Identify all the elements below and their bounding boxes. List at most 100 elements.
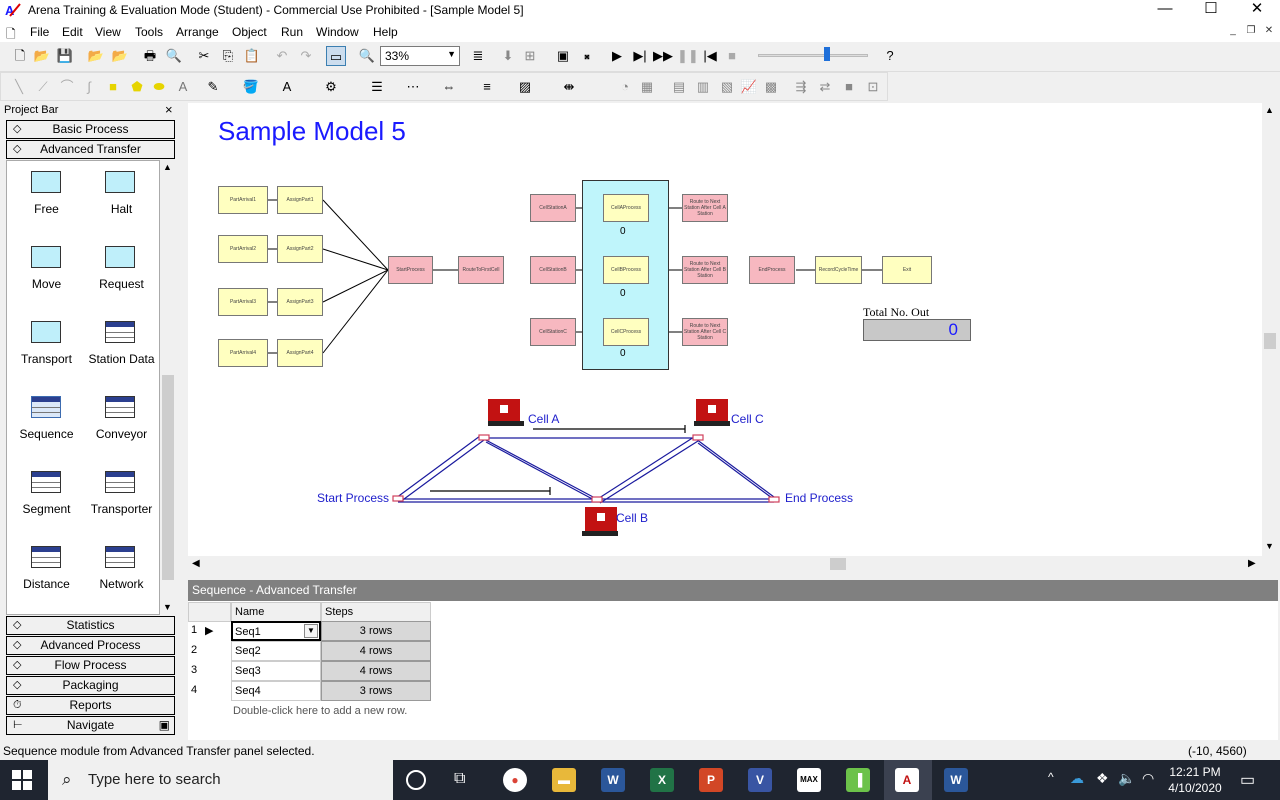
free-module-icon[interactable] (31, 171, 61, 193)
layers-icon[interactable]: ▭ (326, 46, 346, 66)
template-attach-icon[interactable]: 📂 (87, 48, 105, 63)
menu-file[interactable]: File (30, 25, 50, 39)
menu-arrange[interactable]: Arrange (176, 25, 219, 39)
transporter-icon[interactable]: ⊡ (867, 79, 879, 94)
sequence-name-cell[interactable]: Seq3 (231, 661, 321, 681)
mdi-restore-icon[interactable]: ❐ (1246, 25, 1256, 36)
polyline-icon[interactable]: ⟋ (38, 79, 48, 94)
fill-pattern-icon[interactable]: ▨ (518, 79, 532, 94)
line-pattern-icon[interactable]: ≡ (483, 79, 491, 94)
row-number[interactable]: 4 (191, 684, 198, 696)
onedrive-icon[interactable]: ☁ (1070, 770, 1084, 786)
dispose-module[interactable]: Exit (882, 256, 932, 284)
sequence-name-cell[interactable]: Seq4 (231, 681, 321, 701)
panel-navigate[interactable]: ⊢Navigate▣ (6, 716, 175, 735)
background-color-icon[interactable]: ⚙ (325, 79, 337, 94)
menu-window[interactable]: Window (316, 25, 359, 39)
print-preview-icon[interactable]: 🔍 (165, 48, 183, 63)
distance-module-icon[interactable] (31, 546, 61, 568)
route-module[interactable]: Route to Next Station After Cell A Stati… (682, 194, 728, 222)
chevron-up-icon[interactable]: ^ (1048, 770, 1054, 784)
steps-cell[interactable]: 3 rows (321, 681, 431, 701)
line-color-icon[interactable]: ✎ (207, 79, 219, 94)
menu-tools[interactable]: Tools (135, 25, 164, 39)
conveyor-module-icon[interactable] (105, 396, 135, 418)
word-icon[interactable]: W (944, 768, 968, 792)
submodel-icon[interactable]: ⊞ (524, 48, 536, 63)
text-color-icon[interactable]: A (282, 79, 292, 94)
station-module[interactable]: CellStationA (530, 194, 576, 222)
polygon-icon[interactable]: ⬟ (131, 79, 143, 94)
steps-cell[interactable]: 4 rows (321, 661, 431, 681)
mathcad-icon[interactable]: MAX (797, 768, 821, 792)
network-module-icon[interactable] (105, 546, 135, 568)
menu-edit[interactable]: Edit (62, 25, 83, 39)
redo-icon[interactable]: ↷ (300, 48, 312, 63)
menu-run[interactable]: Run (281, 25, 304, 39)
palette-scrollbar[interactable]: ▲ ▼ (160, 160, 176, 615)
animate-icon[interactable]: ▣ (556, 48, 570, 63)
go-icon[interactable]: ▶ (612, 48, 622, 63)
route-module[interactable]: RouteToFirstCell (458, 256, 504, 284)
new-icon[interactable]: 🗋 (14, 48, 26, 63)
panel-advanced-transfer[interactable]: ◇Advanced Transfer (6, 140, 175, 159)
chevron-up-icon[interactable]: ▲ (1265, 105, 1274, 115)
sequence-module-icon[interactable] (31, 396, 61, 418)
transport-module-icon[interactable] (31, 321, 61, 343)
step-icon[interactable]: ▶| (633, 48, 647, 63)
chevron-down-icon[interactable]: ▼ (163, 602, 172, 612)
assign-module[interactable]: AssignPart1 (277, 186, 323, 214)
layers-toggle-icon[interactable]: ≣ (472, 48, 484, 63)
mdi-minimize-icon[interactable]: _ (1230, 25, 1236, 36)
close-icon[interactable]: ✕ (1250, 0, 1264, 17)
sequence-name-cell[interactable]: Seq1▼ (231, 621, 321, 641)
process-module[interactable]: CellBProcess (603, 256, 649, 284)
slider-thumb[interactable] (824, 47, 830, 61)
copy-icon[interactable]: ⎘ (222, 48, 234, 63)
minimize-icon[interactable]: — (1157, 0, 1173, 17)
maximize-icon[interactable]: ☐ (1204, 0, 1218, 17)
line-icon[interactable]: ╲ (15, 79, 23, 94)
chevron-down-icon[interactable]: ▼ (304, 624, 318, 638)
station-module[interactable]: CellStationB (530, 256, 576, 284)
process-module[interactable]: CellCProcess (603, 318, 649, 346)
column-header-name[interactable]: Name (231, 602, 321, 622)
assign-module[interactable]: AssignPart4 (277, 339, 323, 367)
visio-icon[interactable]: V (748, 768, 772, 792)
line-width-icon[interactable]: ☰ (371, 79, 383, 94)
end-icon[interactable]: ■ (728, 48, 736, 63)
taskbar-search[interactable]: ⌕Type here to search (48, 760, 393, 800)
scrollbar-thumb[interactable] (1264, 333, 1276, 349)
arena-icon[interactable]: A (895, 768, 919, 792)
record-module[interactable]: RecordCycleTime (815, 256, 862, 284)
request-module-icon[interactable] (105, 246, 135, 268)
mdi-close-icon[interactable]: ✕ (1264, 25, 1274, 36)
chrome-icon[interactable]: ● (503, 768, 527, 792)
zoom-icon[interactable]: 🔍 (358, 48, 376, 63)
row-number[interactable]: 3 (191, 664, 198, 676)
create-module[interactable]: PartArrival1 (218, 186, 268, 214)
panel-flow-process[interactable]: ◇Flow Process (6, 656, 175, 675)
paste-icon[interactable]: 📋 (243, 48, 261, 63)
document-icon[interactable]: 🗋 (6, 27, 16, 41)
connect-icon[interactable]: ⬇ (502, 48, 514, 63)
cut-icon[interactable]: ✂ (198, 48, 210, 63)
animation-speed-slider[interactable] (758, 54, 868, 57)
scrollbar-thumb[interactable] (830, 558, 846, 570)
segment-icon[interactable]: ⇄ (819, 79, 831, 94)
histogram-icon[interactable]: ▩ (764, 79, 778, 94)
variable-icon[interactable]: ▤ (672, 79, 686, 94)
line-style-icon[interactable]: ⋯ (406, 79, 420, 94)
station-module[interactable]: EndProcess (749, 256, 795, 284)
start-over-icon[interactable]: |◀ (703, 48, 717, 63)
dropbox-icon[interactable]: ❖ (1096, 770, 1109, 786)
cortana-icon[interactable] (406, 770, 426, 790)
thumbnail-icon[interactable]: ▣ (158, 718, 170, 732)
date-icon[interactable]: ▦ (640, 79, 654, 94)
create-module[interactable]: PartArrival4 (218, 339, 268, 367)
canvas-horizontal-scrollbar[interactable]: ◀ ▶ (188, 556, 1264, 572)
chevron-left-icon[interactable]: ◀ (192, 558, 200, 569)
menu-help[interactable]: Help (373, 25, 398, 39)
add-row-hint[interactable]: Double-click here to add a new row. (233, 705, 408, 717)
transporter-module-icon[interactable] (105, 471, 135, 493)
